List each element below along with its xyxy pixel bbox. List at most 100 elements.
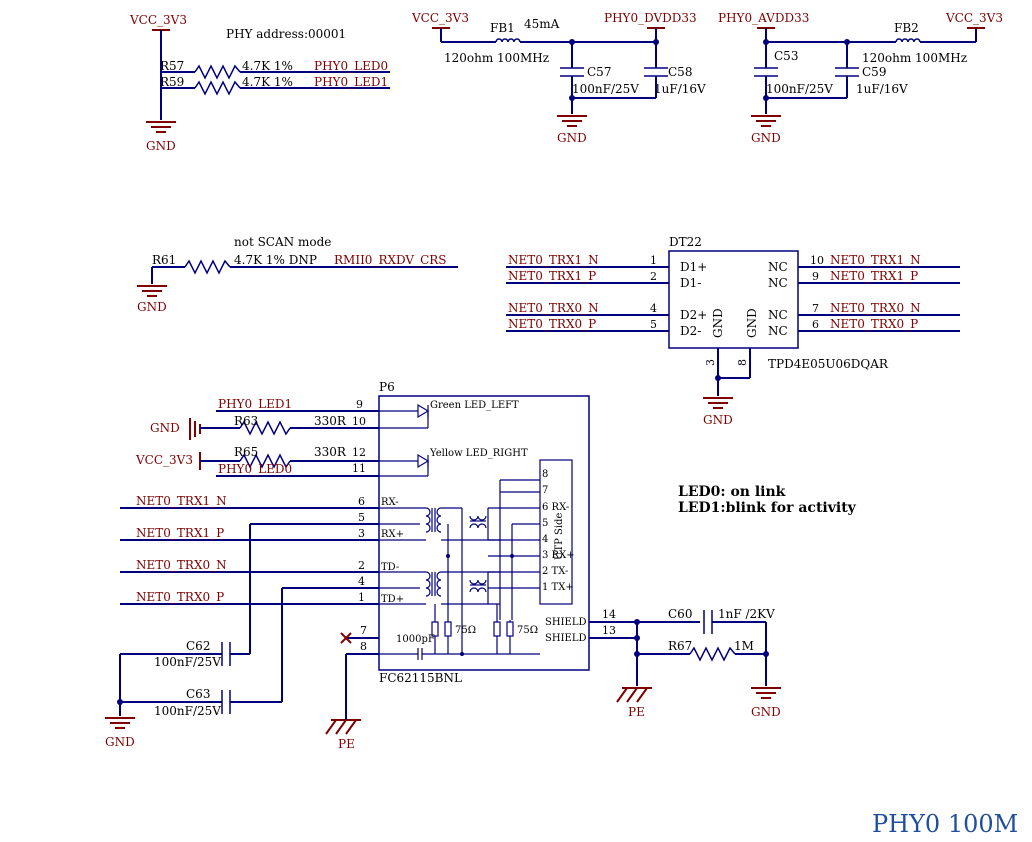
dt22-pin-1: 1 xyxy=(650,254,657,267)
net-net0-trx1-n: NET0_TRX1_N xyxy=(136,494,227,508)
c58-ref: C58 xyxy=(668,65,692,79)
net-phy0-led0: PHY0_LED0 xyxy=(314,59,388,73)
dt22-pin-name-nc: NC xyxy=(768,324,788,338)
net-net0-trx0-n: NET0_TRX0_N xyxy=(508,301,599,315)
avdd-filter-block: PHY0_AVDD33 VCC_3V3 FB2 120ohm 100MHz C5… xyxy=(718,11,1003,145)
scan-mode-note: not SCAN mode xyxy=(234,235,331,249)
gnd-label: GND xyxy=(150,421,180,435)
net-net0-trx1-p: NET0_TRX1_P xyxy=(508,269,596,283)
p6-pin-5: 5 xyxy=(358,511,365,524)
dt22-pin-3: 3 xyxy=(704,359,717,366)
p6-pin-12: 12 xyxy=(352,446,366,459)
phy-address-note: PHY address:00001 xyxy=(226,27,346,41)
gnd-label: GND xyxy=(751,705,781,719)
net-net0-trx0-n: NET0_TRX0_N xyxy=(136,558,227,572)
p6-pin-name-td-minus: TD- xyxy=(381,562,399,573)
p6-resistor-value: 75Ω xyxy=(517,625,538,636)
fb2-ref: FB2 xyxy=(894,21,919,35)
vcc-label: VCC_3V3 xyxy=(135,453,193,467)
dt22-esd-block: DT22 TPD4E05U06DQAR NET0_TRX1_N NET0_TRX… xyxy=(506,235,960,427)
dt22-pin-name-nc: NC xyxy=(768,308,788,322)
p6-utp-side-label: UTP Side xyxy=(554,513,565,560)
r59-value: 4.7K 1% xyxy=(242,75,293,89)
p6-shield-label: SHIELD xyxy=(545,633,586,644)
p6-connector-block: P6 FC62115BNL PHY0_LED1 9 GND R63 330R 1… xyxy=(120,380,700,718)
pe-symbol xyxy=(616,687,652,703)
p6-pin-name-td-plus: TD+ xyxy=(381,594,404,605)
p6-pin-13: 13 xyxy=(602,624,616,637)
dt22-pin-8: 8 xyxy=(736,359,749,366)
p6-pin-14: 14 xyxy=(602,608,616,621)
gnd-symbol xyxy=(137,285,167,297)
dvdd-filter-block: VCC_3V3 FB1 45mA 120ohm 100MHz PHY0_DVDD… xyxy=(411,11,706,145)
c58-value: 1uF/16V xyxy=(654,82,706,96)
vcc-label: VCC_3V3 xyxy=(129,13,187,27)
r57-ref: R57 xyxy=(160,59,184,73)
gnd-symbol xyxy=(105,717,135,729)
r65-value: 330R xyxy=(314,445,347,459)
p6-utp-pin-6: 6 RX- xyxy=(542,502,569,513)
gnd-symbol xyxy=(146,121,176,133)
r57-value: 4.7K 1% xyxy=(242,59,293,73)
center-tap-caps: C62 100nF/25V C63 100nF/25V GND PE xyxy=(105,524,361,751)
c59-value: 1uF/16V xyxy=(856,82,908,96)
p6-pin-name-rx-plus: RX+ xyxy=(381,529,404,540)
gnd-symbol xyxy=(557,115,587,127)
p6-utp-pin-8: 8 xyxy=(542,469,548,480)
dt22-pin-5: 5 xyxy=(650,318,657,331)
dt22-pin-name-nc: NC xyxy=(768,276,788,290)
net-phy0-led0: PHY0_LED0 xyxy=(218,462,292,476)
p6-shield-label: SHIELD xyxy=(545,617,586,628)
p6-pin-3: 3 xyxy=(358,527,365,540)
dt22-pin-7: 7 xyxy=(812,302,819,315)
note-led1: LED1:blink for activity xyxy=(678,500,857,516)
c63-ref: C63 xyxy=(186,687,210,701)
p6-utp-pin-1: 1 TX+ xyxy=(542,582,574,593)
net-net0-trx0-p: NET0_TRX0_P xyxy=(830,317,918,331)
p6-utp-pin-3: 3 RX+ xyxy=(542,550,575,561)
dt22-pin-name-nc: NC xyxy=(768,260,788,274)
dt22-pin-name-d2p: D2+ xyxy=(680,308,707,322)
net-net0-trx0-n: NET0_TRX0_N xyxy=(830,301,921,315)
c53-value: 100nF/25V xyxy=(766,82,833,96)
p6-pin-9: 9 xyxy=(356,398,363,411)
p6-pin-name-rx-minus: RX- xyxy=(381,497,399,508)
p6-pin-11: 11 xyxy=(352,462,366,475)
net-net0-trx1-p: NET0_TRX1_P xyxy=(136,526,224,540)
p6-yellow-led-label: Yellow LED_RIGHT xyxy=(429,448,528,459)
gnd-label: GND xyxy=(146,139,176,153)
c57-ref: C57 xyxy=(587,65,611,79)
dt22-body xyxy=(668,250,799,349)
net-rmii0-rxdv-crs: RMII0_RXDV_CRS xyxy=(334,253,447,267)
dt22-pin-name-d1m: D1- xyxy=(680,276,701,290)
p6-pin-1: 1 xyxy=(358,591,365,604)
dt22-ref: DT22 xyxy=(669,235,702,249)
net-net0-trx1-n: NET0_TRX1_N xyxy=(508,253,599,267)
fb2-value: 120ohm 100MHz xyxy=(862,51,967,65)
p6-pin-8: 8 xyxy=(360,640,367,653)
current-label: 45mA xyxy=(524,17,560,31)
dt22-pin-name-d1p: D1+ xyxy=(680,260,707,274)
c62-ref: C62 xyxy=(186,639,210,653)
c57-value: 100nF/25V xyxy=(572,82,639,96)
gnd-symbol xyxy=(751,115,781,127)
p6-utp-pin-7: 7 xyxy=(542,485,548,496)
gnd-label: GND xyxy=(751,131,781,145)
dt22-pin-name-d2m: D2- xyxy=(680,324,701,338)
p6-utp-pin-4: 4 xyxy=(542,534,548,545)
pe-symbol xyxy=(325,719,361,735)
c53-ref: C53 xyxy=(774,49,798,63)
p6-utp-pin-5: 5 xyxy=(542,518,548,529)
dt22-part: TPD4E05U06DQAR xyxy=(768,357,889,371)
p6-part: FC62115BNL xyxy=(379,671,462,685)
p6-pin-4: 4 xyxy=(358,575,365,588)
gnd-label: GND xyxy=(703,413,733,427)
gnd-label: GND xyxy=(557,131,587,145)
p6-pin-6: 6 xyxy=(358,495,365,508)
c60-value: 1nF /2KV xyxy=(718,607,775,621)
p6-cap-value: 1000pF xyxy=(396,634,435,645)
dt22-pin-9: 9 xyxy=(812,270,819,283)
gnd-symbol xyxy=(751,687,781,699)
scan-mode-strap-block: not SCAN mode R61 4.7K 1% DNP RMII0_RXDV… xyxy=(137,235,458,314)
